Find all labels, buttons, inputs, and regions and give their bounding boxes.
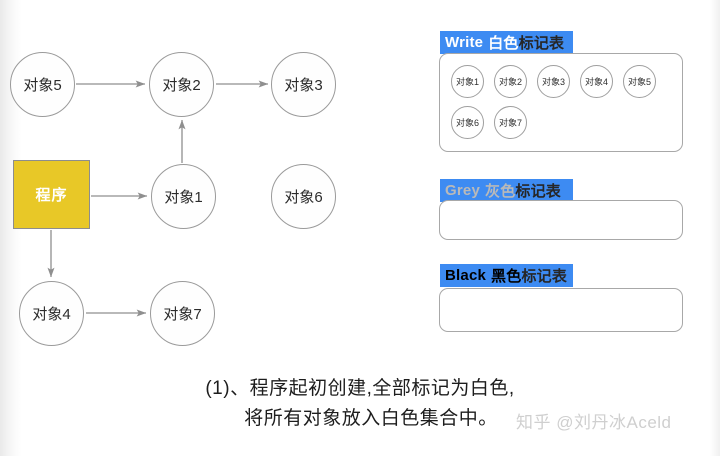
graph-edges	[47, 80, 269, 317]
grey-list-box[interactable]	[439, 200, 683, 240]
white-list-title-cn: 白色	[488, 35, 519, 52]
white-list-item[interactable]: 对象3	[537, 65, 570, 98]
white-list-title: Write 白色 标记表	[440, 31, 573, 54]
grey-list-title-tail: 标记表	[515, 183, 562, 200]
graph-node-label: 对象5	[23, 77, 62, 94]
white-list-box[interactable]: 对象1 对象2 对象3 对象4 对象5 对象6 对象7	[439, 53, 683, 152]
white-list-item[interactable]: 对象5	[623, 65, 656, 98]
graph-node-obj3[interactable]: 对象3	[271, 52, 336, 117]
white-list-item[interactable]: 对象4	[580, 65, 613, 98]
white-list-title-tail: 标记表	[518, 35, 565, 52]
graph-node-label: 对象7	[163, 306, 202, 323]
black-list-title-en: Black	[445, 267, 487, 284]
grey-list-title: Grey 灰色 标记表	[440, 179, 573, 202]
white-list-item[interactable]: 对象1	[451, 65, 484, 98]
graph-node-label: 对象1	[164, 189, 203, 206]
program-box-label: 程序	[35, 187, 68, 204]
grey-list-title-cn: 灰色	[485, 183, 516, 200]
graph-node-obj4[interactable]: 对象4	[19, 281, 84, 346]
graph-node-label: 对象3	[284, 77, 323, 94]
white-list-item[interactable]: 对象2	[494, 65, 527, 98]
white-list-title-en: Write	[445, 34, 484, 51]
watermark: 知乎 @刘丹冰Aceld	[516, 413, 672, 432]
graph-node-obj1[interactable]: 对象1	[151, 164, 216, 229]
grey-list-title-en: Grey	[445, 182, 480, 199]
program-box[interactable]: 程序	[13, 160, 90, 229]
caption-line-1: (1)、程序起初创建,全部标记为白色,	[205, 378, 515, 399]
black-list-title: Black 黑色 标记表	[440, 264, 573, 287]
graph-node-obj2[interactable]: 对象2	[149, 52, 214, 117]
black-list-box[interactable]	[439, 288, 683, 332]
black-list-title-tail: 标记表	[521, 268, 568, 285]
graph-node-obj5[interactable]: 对象5	[10, 52, 75, 117]
graph-node-label: 对象4	[32, 306, 71, 323]
graph-node-label: 对象6	[284, 189, 323, 206]
black-list-title-cn: 黑色	[491, 268, 522, 285]
caption: (1)、程序起初创建,全部标记为白色, 将所有对象放入白色集合中。	[0, 374, 720, 434]
graph-node-label: 对象2	[162, 77, 201, 94]
graph-node-obj6[interactable]: 对象6	[271, 164, 336, 229]
caption-line-2: 将所有对象放入白色集合中。	[244, 408, 498, 429]
graph-node-obj7[interactable]: 对象7	[150, 281, 215, 346]
white-list-item[interactable]: 对象7	[494, 106, 527, 139]
white-list-item[interactable]: 对象6	[451, 106, 484, 139]
